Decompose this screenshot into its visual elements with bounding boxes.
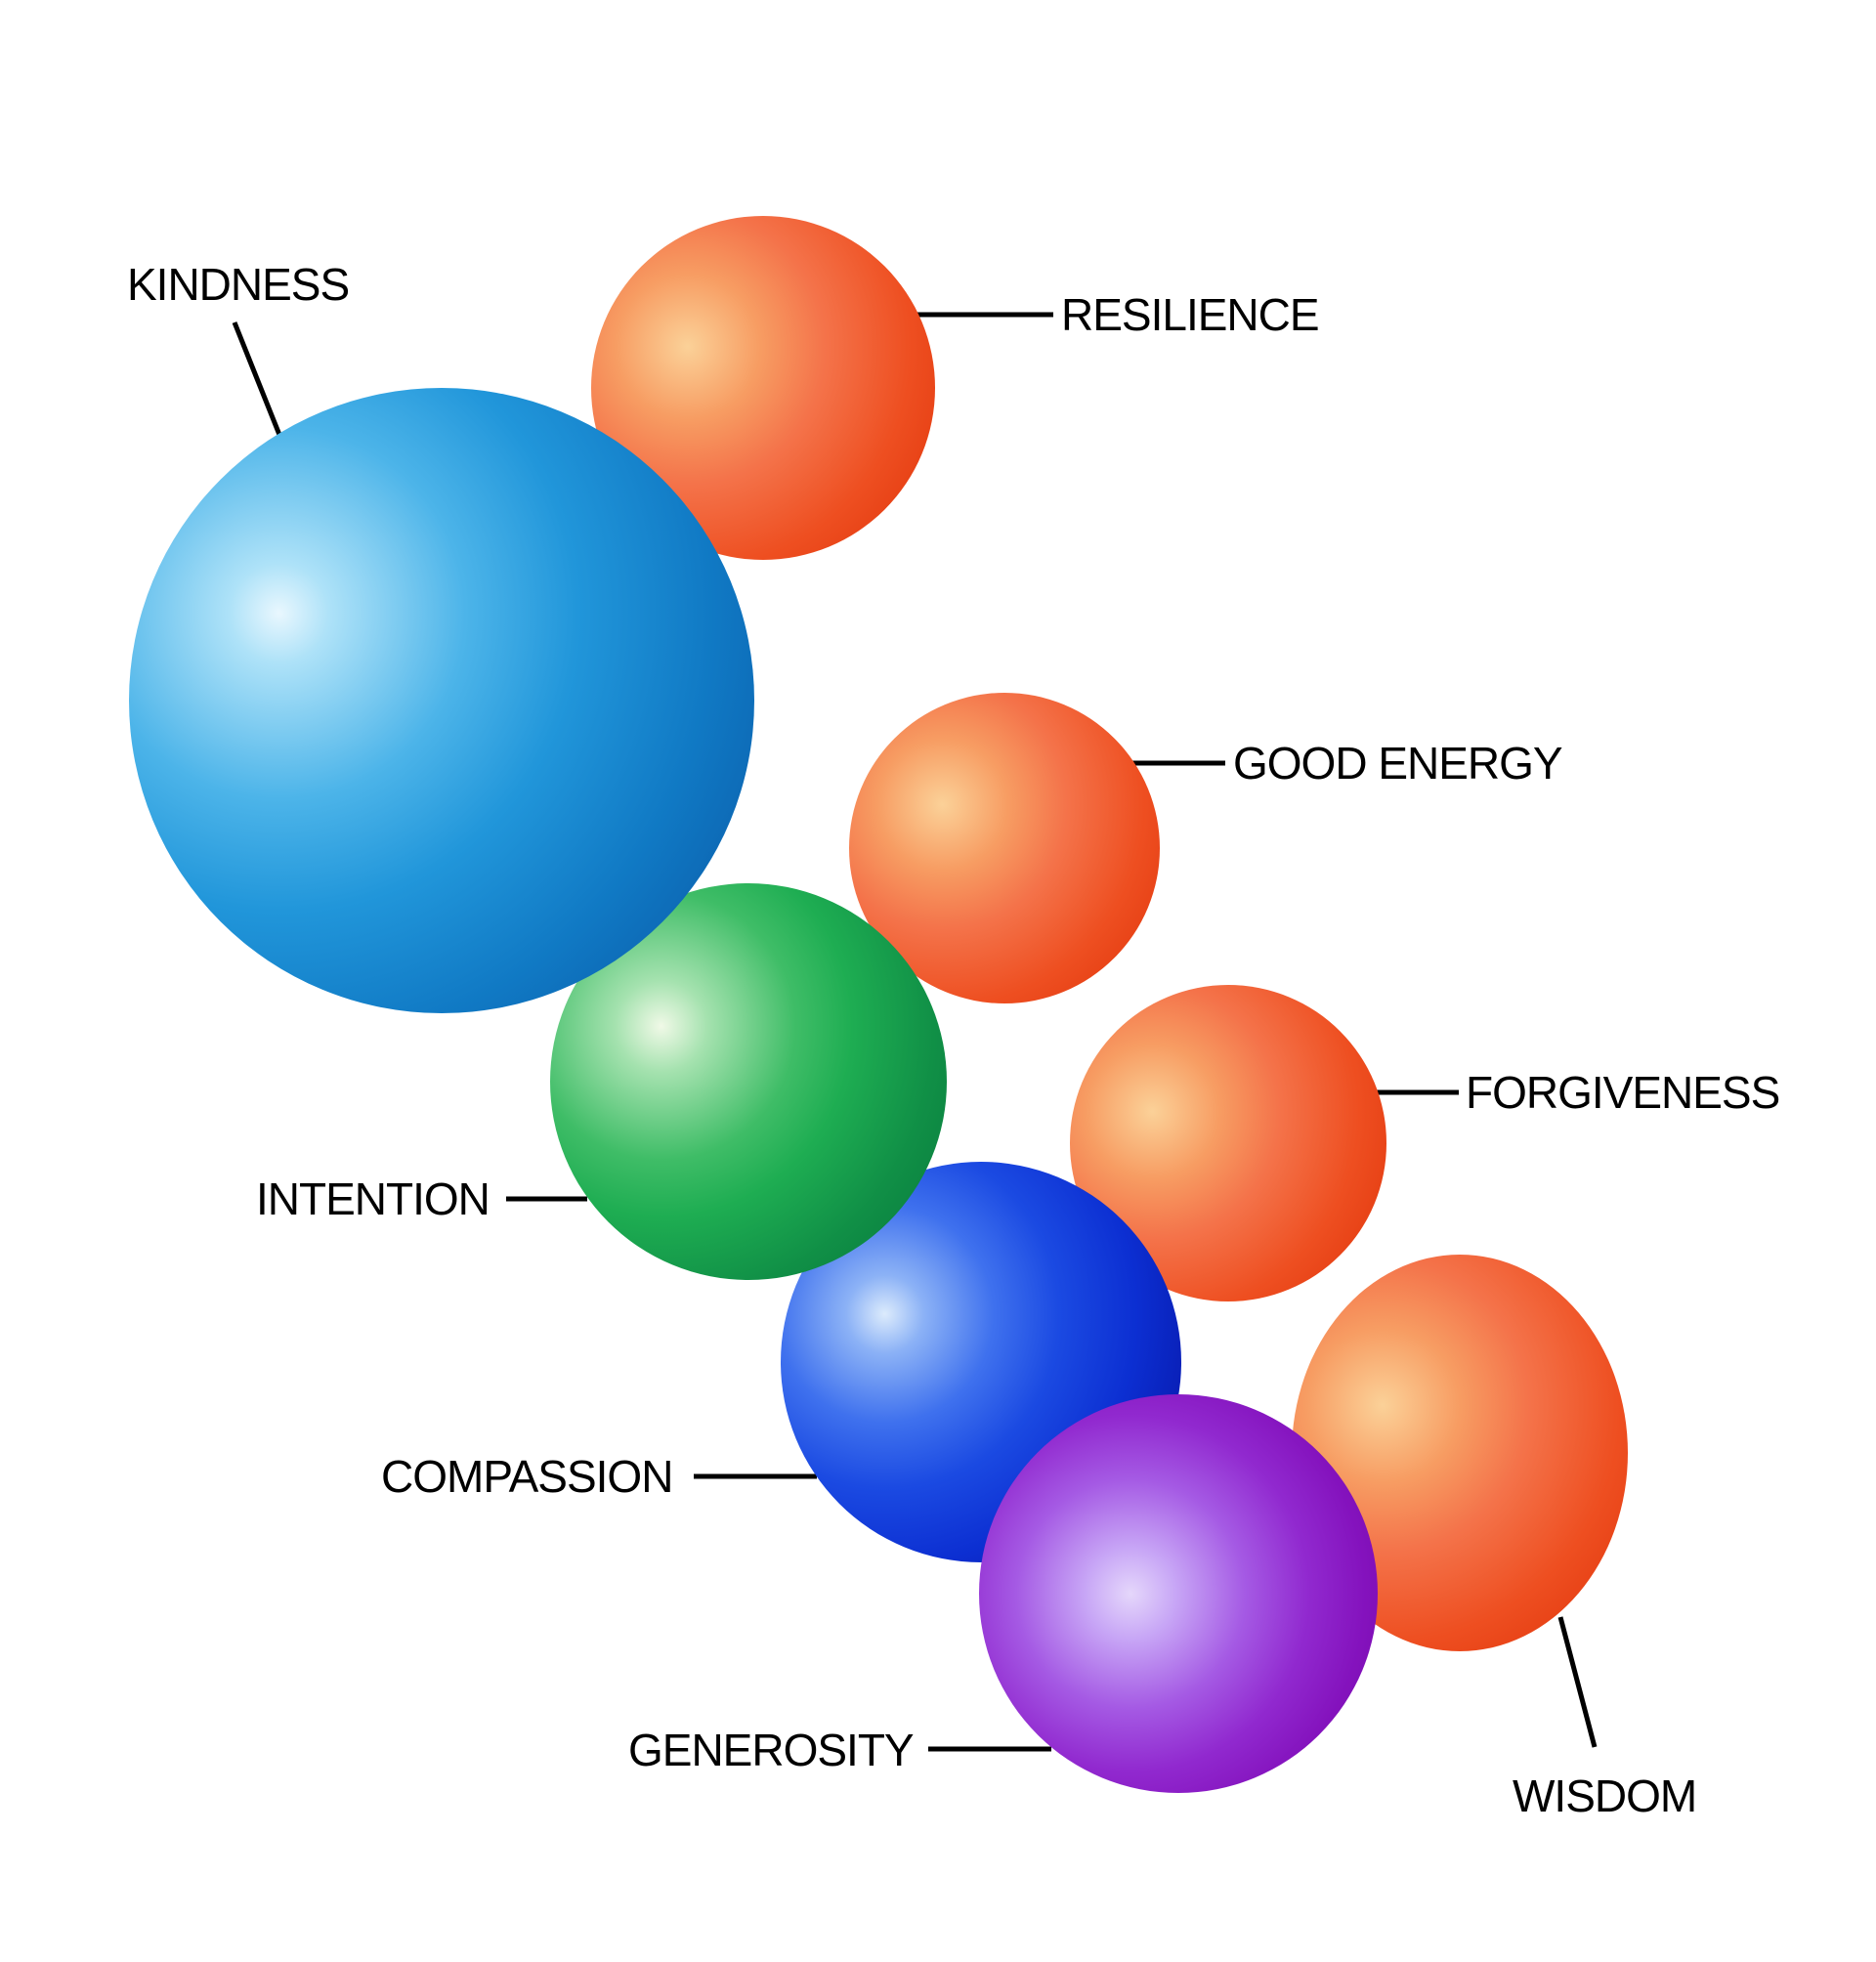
- wisdom-connector-line: [1557, 1616, 1598, 1748]
- forgiveness-label: FORGIVENESS: [1466, 1067, 1780, 1118]
- kindness-label: KINDNESS: [127, 259, 350, 310]
- good-energy-label: GOOD ENERGY: [1233, 738, 1563, 789]
- intention-label: INTENTION: [256, 1173, 490, 1224]
- good-energy-sphere: [849, 693, 1160, 1003]
- generosity-sphere: [979, 1394, 1378, 1793]
- compassion-label: COMPASSION: [381, 1451, 673, 1502]
- generosity-label: GENEROSITY: [628, 1725, 915, 1775]
- wisdom-label: WISDOM: [1513, 1770, 1697, 1821]
- kindness-sphere: [129, 388, 754, 1013]
- resilience-label: RESILIENCE: [1061, 289, 1320, 340]
- kindness-connector-line: [232, 321, 286, 446]
